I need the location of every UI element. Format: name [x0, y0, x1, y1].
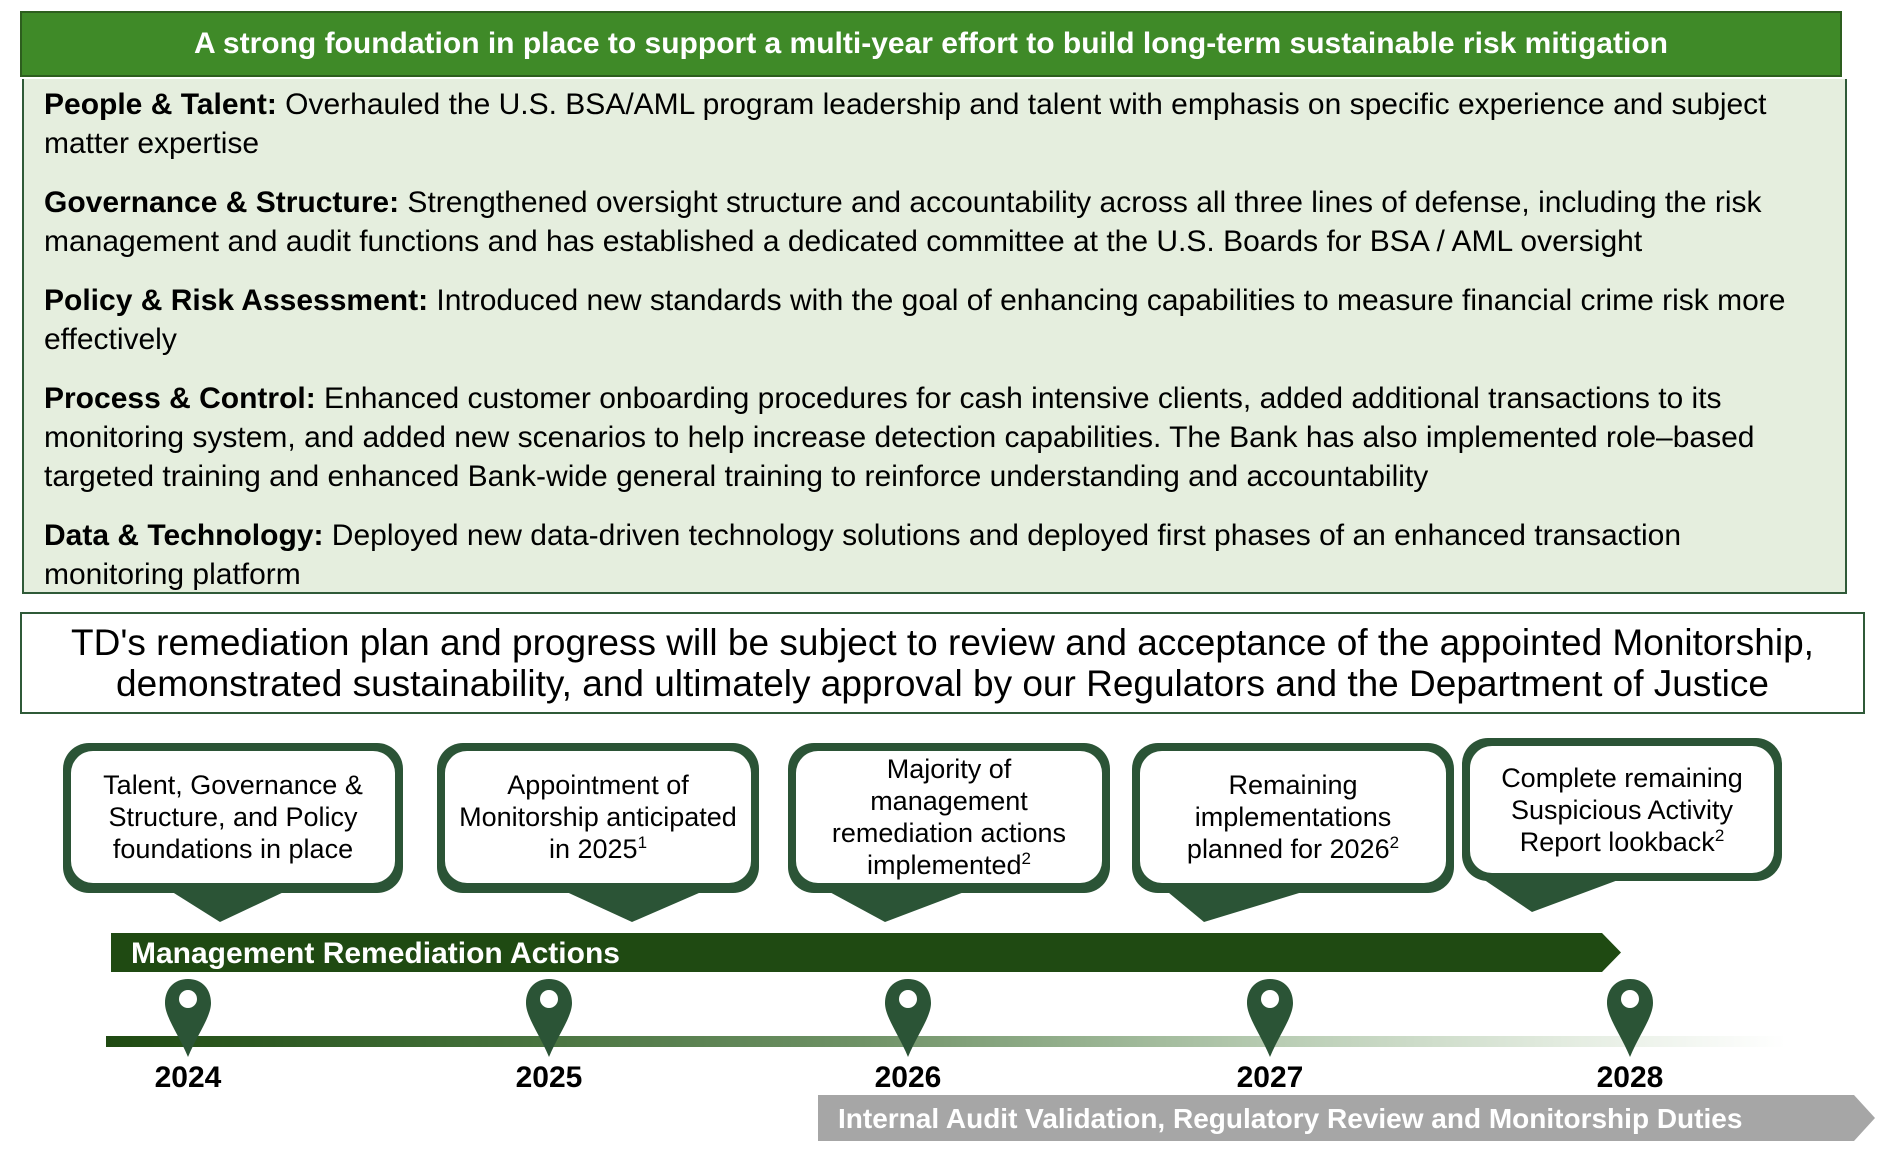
year-label-2025: 2025 [515, 1061, 583, 1094]
notice-line-1: TD's remediation plan and progress will … [71, 622, 1814, 663]
map-pin-icon [1607, 979, 1653, 1057]
pillar-label: People & Talent: [44, 88, 277, 121]
milestone-text: Complete remaining Suspicious Activity R… [1501, 762, 1743, 857]
year-label-2024: 2024 [154, 1061, 222, 1094]
year-label-2027: 2027 [1236, 1061, 1304, 1094]
milestone-text: Remaining implementations planned for 20… [1186, 770, 1400, 864]
pillar-label: Policy & Risk Assessment: [44, 284, 429, 317]
pillar-text: Deployed new data-driven technology solu… [44, 519, 1682, 591]
pillar-text: Introduced new standards with the goal o… [44, 284, 1786, 356]
milestone-bubble-2026: Majority of management remediation actio… [788, 743, 1110, 923]
map-pin-icon [1247, 979, 1293, 1057]
pillar-label: Governance & Structure: [44, 186, 400, 219]
milestone-text: Majority of management remediation actio… [831, 754, 1067, 880]
pillar-governance-structure: Governance & Structure: Strengthened ove… [44, 183, 1827, 261]
pillar-text: Enhanced customer onboarding procedures … [44, 382, 1755, 493]
internal-audit-label: Internal Audit Validation, Regulatory Re… [838, 1103, 1743, 1134]
management-remediation-label: Management Remediation Actions [131, 937, 620, 970]
notice-line-2: demonstrated sustainability, and ultimat… [116, 663, 1769, 704]
milestone-bubble-2025: Appointment of Monitorship anticipated i… [437, 743, 759, 923]
foundation-header: A strong foundation in place to support … [20, 11, 1842, 77]
milestone-bubble-2024: Talent, Governance & Structure, and Poli… [63, 743, 403, 923]
map-pin-icon [526, 979, 572, 1057]
pillar-policy-risk: Policy & Risk Assessment: Introduced new… [44, 281, 1827, 359]
pillar-label: Process & Control: [44, 382, 316, 415]
internal-audit-arrow [818, 1095, 1875, 1141]
foundation-pillars: People & Talent: Overhauled the U.S. BSA… [22, 79, 1847, 594]
management-remediation-arrow [111, 933, 1621, 972]
pillar-process-control: Process & Control: Enhanced customer onb… [44, 379, 1827, 496]
map-pin-icon [165, 979, 211, 1057]
milestone-bubble-2028: Complete remaining Suspicious Activity R… [1462, 738, 1782, 918]
timeline-bar [106, 1036, 1786, 1047]
pillar-people-talent: People & Talent: Overhauled the U.S. BSA… [44, 85, 1827, 163]
pillar-text: Strengthened oversight structure and acc… [44, 186, 1762, 258]
milestone-bubble-2027: Remaining implementations planned for 20… [1132, 743, 1454, 923]
pillar-data-technology: Data & Technology: Deployed new data-dri… [44, 516, 1827, 594]
map-pin-icon [885, 979, 931, 1057]
pillar-text: Overhauled the U.S. BSA/AML program lead… [44, 88, 1767, 160]
callout-tail-icon [1474, 873, 1637, 912]
year-label-2028: 2028 [1596, 1061, 1664, 1094]
milestone-text: Talent, Governance & Structure, and Poli… [103, 770, 363, 864]
pillar-label: Data & Technology: [44, 519, 324, 552]
year-label-2026: 2026 [874, 1061, 942, 1094]
milestone-text: Appointment of Monitorship anticipated i… [459, 770, 737, 864]
remediation-notice: TD's remediation plan and progress will … [20, 612, 1865, 714]
